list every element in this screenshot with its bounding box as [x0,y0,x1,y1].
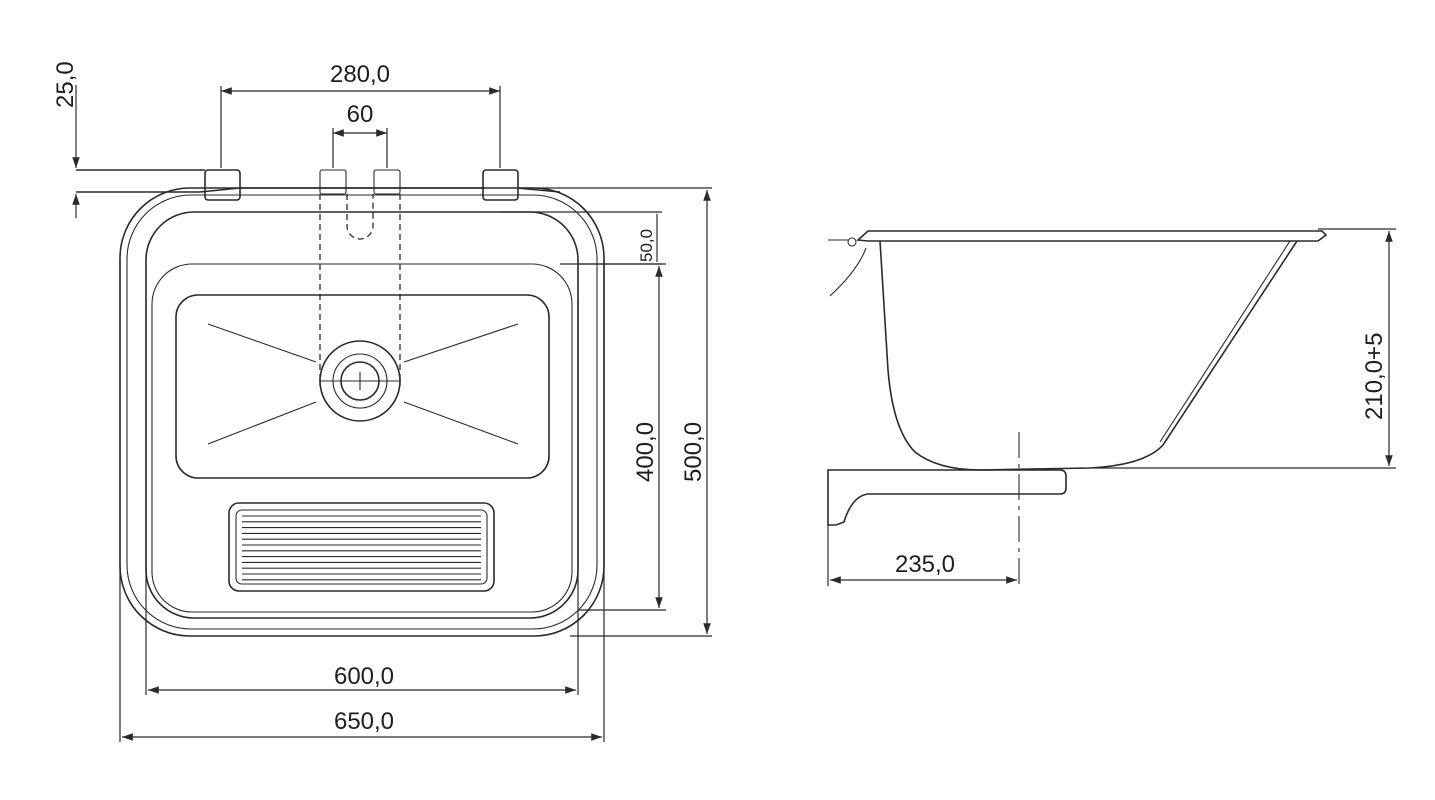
dimension-label-bowl-width: 600,0 [334,663,394,690]
wall-clip [828,237,867,297]
basin-recess [175,294,550,479]
sink-bowl-profile [879,240,1298,471]
drain-grooves [207,323,519,445]
dimension-tap-mounts: 280,0 [220,61,501,168]
dimension-label-height: 210,0+5 [1361,333,1388,420]
dimension-label-total-width: 650,0 [334,708,394,735]
dimension-overhang: 25,0 [52,61,80,218]
dimension-tap-holes: 60 [332,101,388,168]
sink-outer-rim [119,187,605,637]
overflow-channel [319,194,401,385]
sink-bowl-inner [151,263,573,613]
sink-bowl-inner-profile [1159,240,1291,443]
dimension-label-bowl-depth: 400,0 [632,422,659,482]
tap-mount-left [204,169,241,201]
tap-hole-right [373,169,401,195]
dimension-label-overhang: 25,0 [52,61,79,108]
wall-bracket [827,469,1067,526]
dimension-total-depth: 500,0 [520,187,712,637]
side-view: 210,0+5 235,0 [827,228,1396,586]
dimension-label-bracket-depth: 235,0 [895,551,955,578]
sink-rim-profile [856,230,1328,242]
sink-inner-rim [126,194,598,630]
dimension-total-width: 650,0 [119,260,605,742]
dimension-height: 210,0+5 [1095,228,1396,469]
top-view: 25,0 280,0 60 50,0 400,0 [52,61,712,742]
dimension-rim: 50,0 [500,211,662,265]
dimension-bowl-width: 600,0 [145,300,579,695]
washboard [228,502,495,592]
dimension-bracket-depth: 235,0 [827,525,1017,586]
tap-hole-left [319,169,347,195]
dimension-label-tap-mounts: 280,0 [330,61,390,88]
dimension-label-tap-holes: 60 [347,101,374,128]
drain [319,340,401,422]
dimension-label-rim: 50,0 [637,229,656,262]
dimension-label-total-depth: 500,0 [680,422,707,482]
tap-mount-right [482,169,519,201]
dimension-bowl-depth: 400,0 [578,263,666,611]
